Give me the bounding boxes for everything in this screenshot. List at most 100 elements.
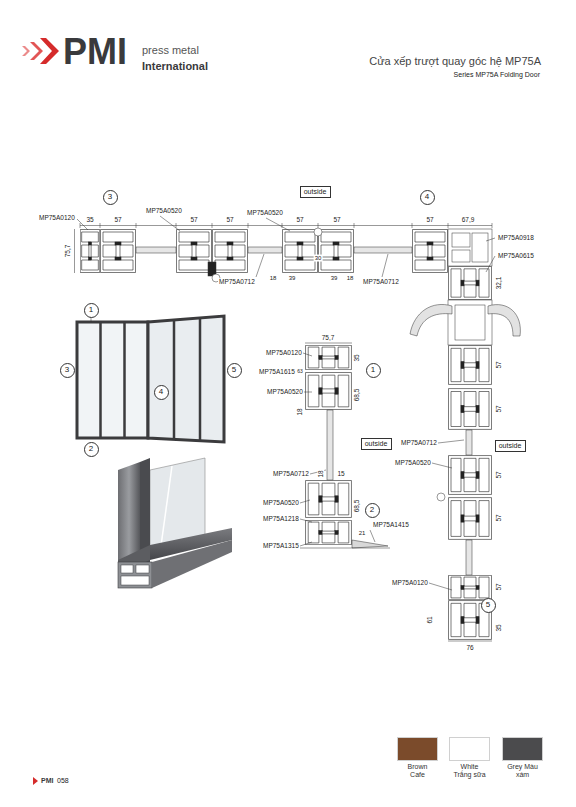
logo-text: PMI	[40, 777, 54, 785]
callout-circle: 4	[154, 385, 169, 400]
callout-number: 3	[108, 192, 112, 201]
side-label-box: outside	[361, 438, 392, 450]
subtitle: Series MP75A Folding Door	[453, 71, 541, 79]
legend-text: White Trắng sữa	[453, 763, 487, 780]
dimension: 57	[425, 216, 434, 223]
dimension: 39	[330, 275, 339, 282]
dimension: 35	[85, 216, 94, 223]
callout-number: 4	[159, 387, 163, 396]
callout-circle: 5	[227, 363, 242, 378]
part-code: MP75A0712	[400, 439, 438, 446]
part-code: MP75A0520	[145, 207, 183, 214]
dimension: 57	[332, 216, 341, 223]
page-number: 058	[56, 777, 70, 785]
dimension: 39	[288, 275, 297, 282]
callout-circle: 4	[420, 190, 435, 205]
part-code: MP75A0520	[394, 459, 432, 466]
logo-text: PMI	[62, 31, 128, 72]
dimension: 57	[495, 404, 502, 413]
dimension: 35	[353, 353, 360, 362]
legend-item: Grey Màu xám	[502, 737, 543, 780]
color-swatch	[502, 737, 543, 761]
dimension: 63	[296, 369, 304, 375]
callout-circle: 3	[60, 363, 75, 378]
dimension: 18	[296, 407, 303, 416]
callout-number: 3	[65, 365, 69, 374]
part-code: MP75A0712	[218, 278, 256, 285]
dimension: 15	[336, 470, 345, 477]
part-code: MP75A0520	[266, 388, 304, 395]
legend-item: White Trắng sữa	[449, 737, 490, 780]
page-title: Cửa xếp trượt quay góc hệ MP75A	[369, 55, 541, 68]
dimension: 30	[314, 255, 323, 262]
dimension: 57	[113, 216, 122, 223]
part-code: MP75A0615	[497, 252, 535, 259]
part-code: MP75A0120	[265, 349, 303, 356]
color-swatch	[397, 737, 438, 761]
dimension: 61	[426, 615, 433, 624]
part-code: MP75A1218	[262, 515, 300, 522]
side-label: outside	[499, 442, 522, 450]
callout-circle: 1	[84, 303, 99, 318]
dimension: 57	[495, 470, 502, 479]
dimension: 21	[358, 530, 367, 537]
color-swatch	[449, 737, 490, 761]
right-section	[429, 346, 492, 641]
logo-mark	[22, 38, 59, 64]
callout-circle: 5	[481, 598, 496, 613]
callout-number: 1	[371, 365, 375, 374]
logo-text: International	[141, 60, 209, 73]
callout-circle: 2	[365, 503, 380, 518]
side-label: outside	[365, 440, 388, 448]
callout-circle: 2	[84, 442, 99, 457]
part-code: MP75A0712	[362, 278, 400, 285]
callout-number: 5	[486, 600, 490, 609]
part-code: MP75A1615	[258, 368, 296, 375]
door-elevation	[77, 316, 224, 442]
callout-number: 2	[89, 444, 93, 453]
dimension: 57	[495, 582, 502, 591]
dimension: 57	[189, 216, 198, 223]
part-code: MP75A0120	[391, 579, 429, 586]
legend-item: Brown Cafe	[397, 737, 438, 780]
side-label: outside	[304, 188, 327, 196]
callout-number: 1	[89, 305, 93, 314]
dimension: 18	[269, 275, 278, 282]
dimension: 68,5	[353, 499, 360, 514]
dimension: 75,7	[64, 244, 71, 259]
part-code: MP75A1315	[262, 542, 300, 549]
dimension: 32,1	[495, 276, 502, 291]
part-code: MP75A0520	[246, 209, 284, 216]
dimension: 76	[465, 644, 474, 651]
part-code: MP75A0520	[262, 499, 300, 506]
legend-text: Brown Cafe	[401, 763, 435, 780]
callout-number: 2	[370, 505, 374, 514]
side-label-box: outside	[495, 440, 526, 452]
callout-circle: 3	[103, 190, 118, 205]
side-label-box: outside	[300, 186, 331, 198]
callout-number: 5	[232, 365, 236, 374]
dimension: 57	[495, 513, 502, 522]
dimension: 35	[495, 623, 502, 632]
dimension: 75,7	[321, 334, 336, 341]
dimension: 67,9	[461, 216, 476, 223]
part-code: MP75A1415	[372, 521, 410, 528]
part-code: MP75A0120	[38, 214, 76, 221]
dimension: 57	[225, 216, 234, 223]
logo-text: press metal	[141, 44, 200, 57]
profile-render	[118, 458, 232, 588]
dimension: 68,5	[353, 388, 360, 403]
dimension: 18	[346, 275, 355, 282]
mid-section	[300, 343, 390, 548]
dimension: 18	[317, 469, 324, 478]
callout-circle: 1	[366, 363, 381, 378]
callout-number: 4	[425, 192, 429, 201]
part-code: MP75A0712	[272, 470, 310, 477]
part-code: MP75A0918	[497, 234, 535, 241]
legend-text: Grey Màu xám	[506, 763, 540, 780]
dimension: 57	[295, 216, 304, 223]
dimension: 57	[495, 360, 502, 369]
